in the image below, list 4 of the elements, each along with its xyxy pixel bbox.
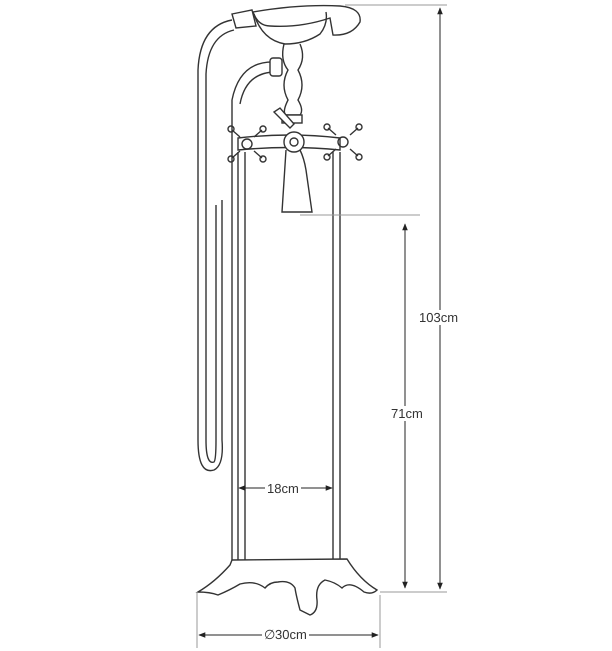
dimension-label: 103cm	[417, 310, 460, 325]
dimension-label: 18cm	[265, 481, 301, 496]
dimension-label: ∅30cm	[262, 627, 309, 642]
dimension-label: 71cm	[389, 406, 425, 421]
